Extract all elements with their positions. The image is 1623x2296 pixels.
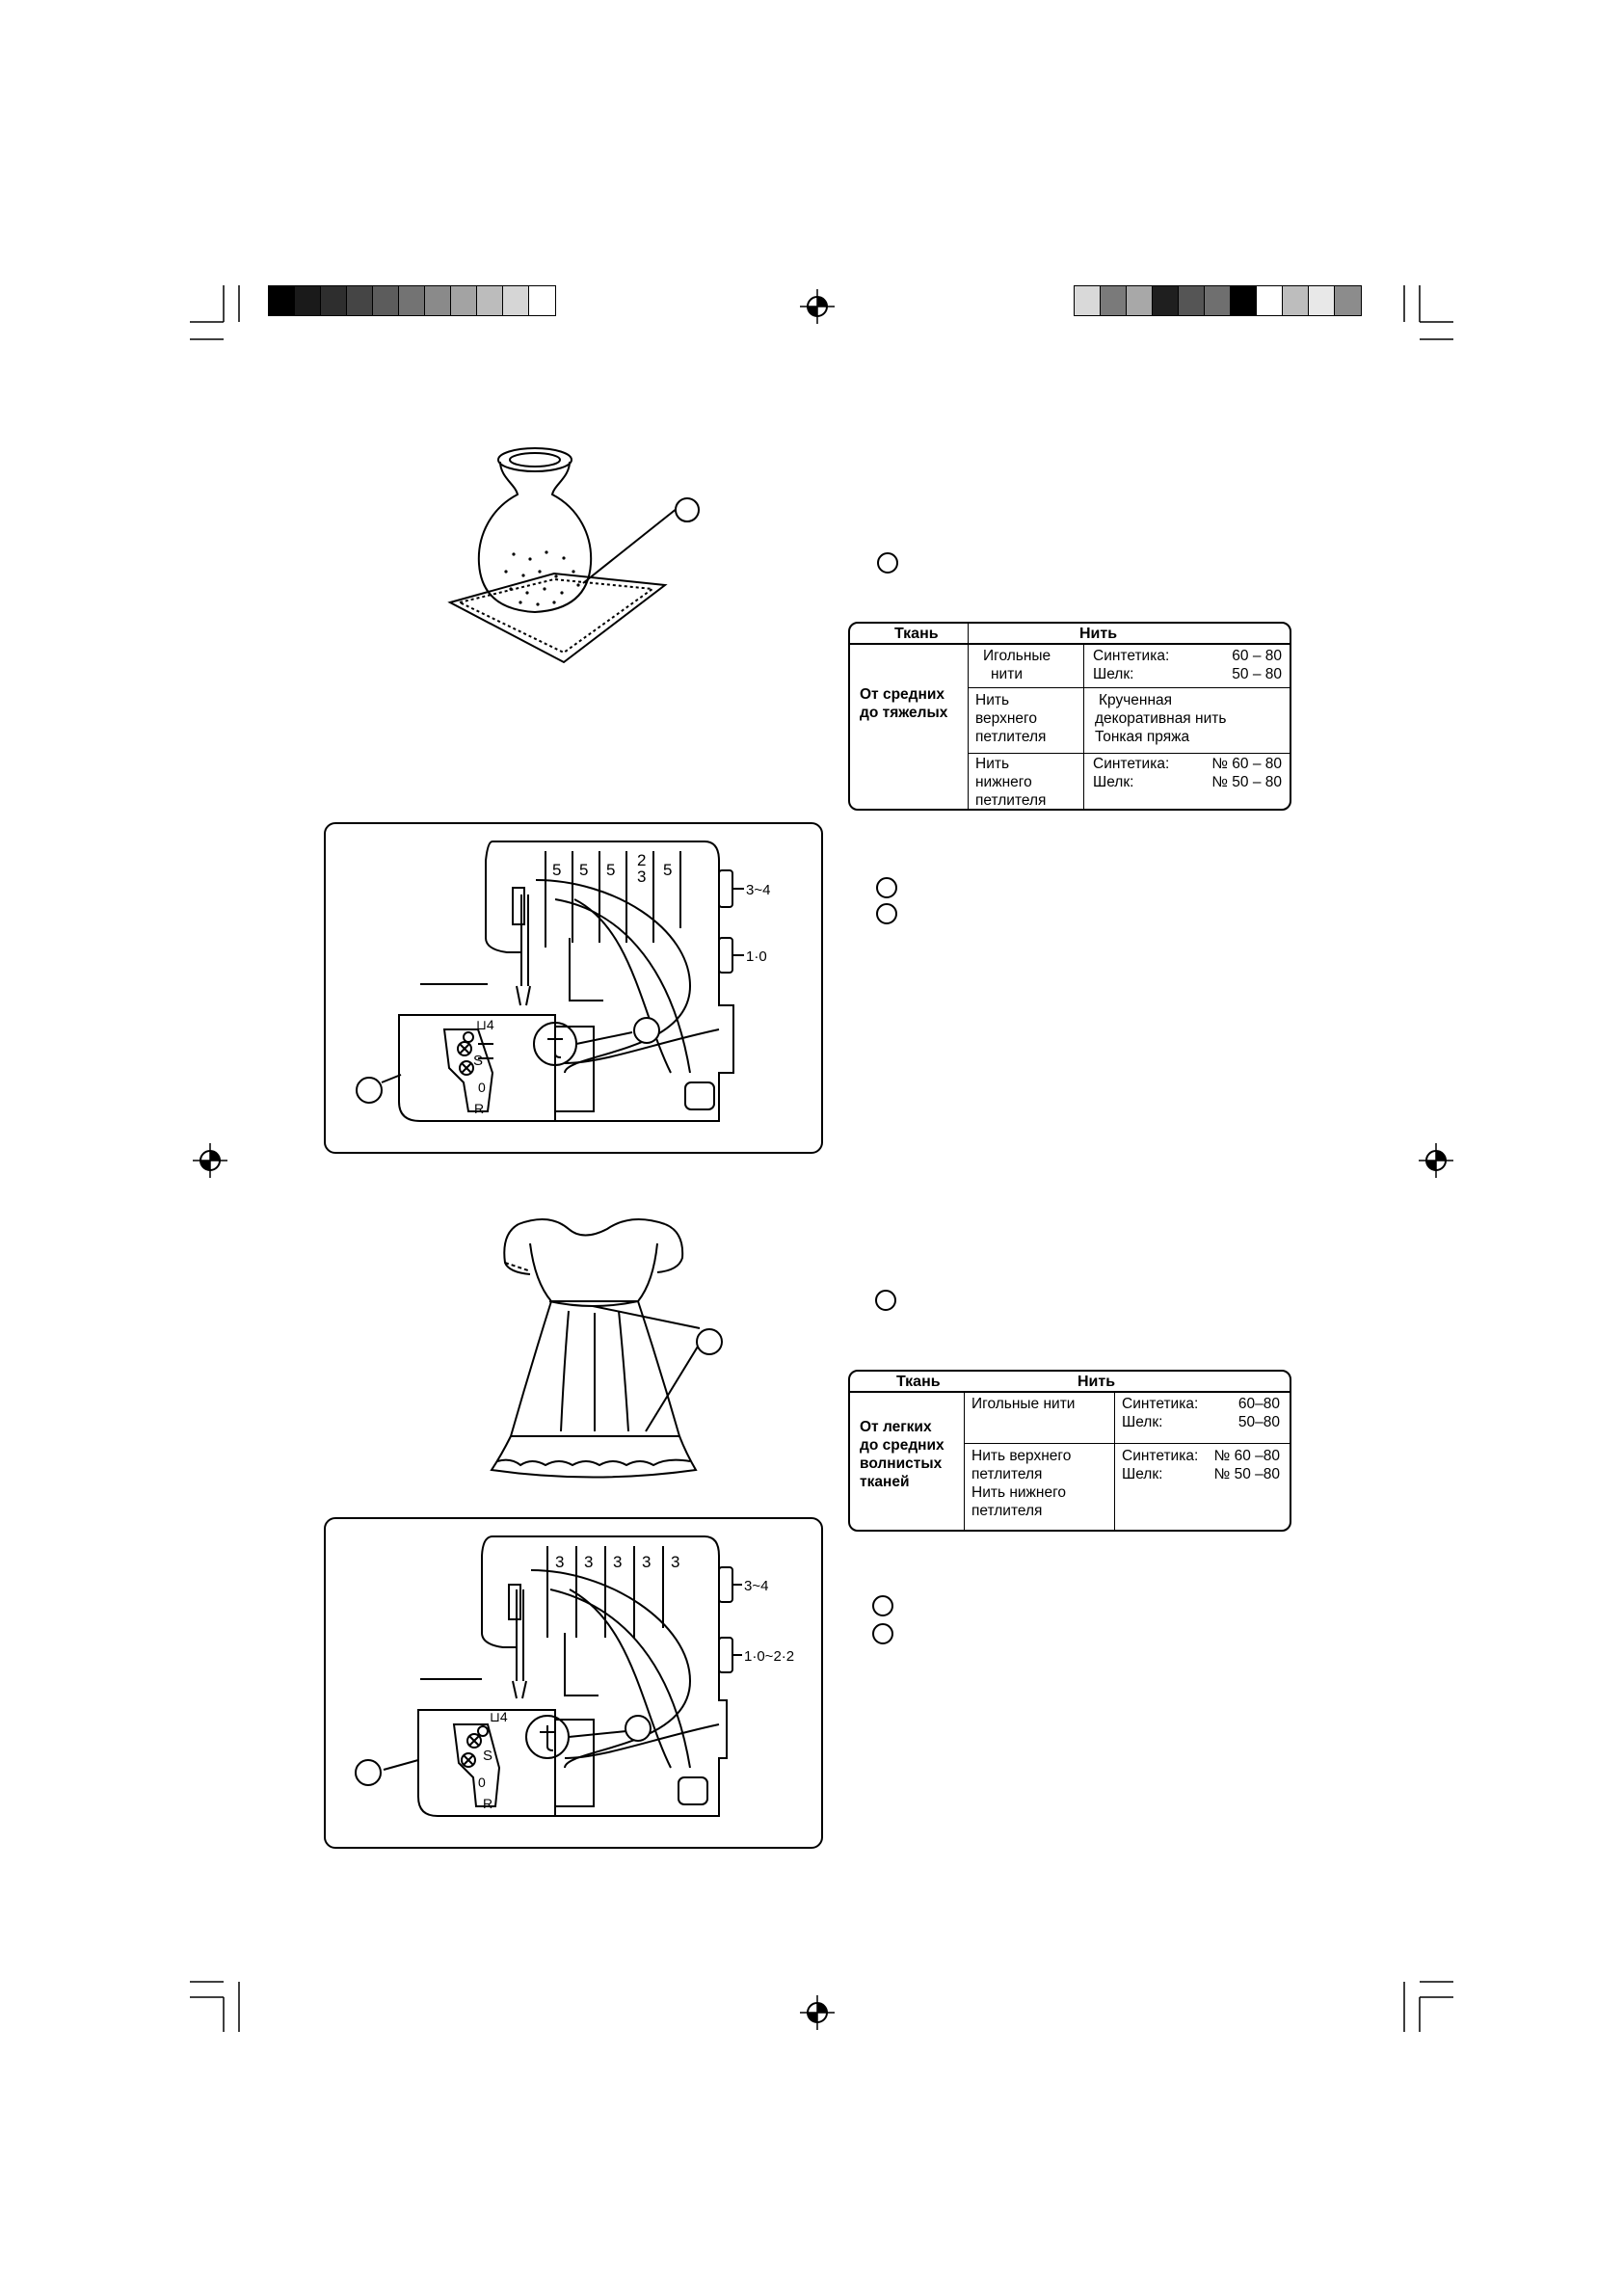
color-bar-right: [1074, 285, 1362, 316]
dress-illustration: [490, 1218, 702, 1479]
registration-mark-right: [1419, 1143, 1453, 1178]
registration-mark-top: [800, 289, 835, 324]
left-swatch: [269, 286, 295, 315]
left-swatch: [295, 286, 321, 315]
serger-machine-diagram-1: 5 5 5 2 3 5 3~4 1·0 S 0 R ⊔4: [356, 841, 770, 1122]
plate-label-mark: ⊔4: [476, 1017, 494, 1032]
plate2-label-mark: ⊔4: [490, 1709, 508, 1724]
dial2-label-2: 3: [584, 1553, 593, 1571]
header-thread-2: Нить: [1078, 1374, 1116, 1390]
plate2-label-zero: 0: [478, 1775, 486, 1790]
plate-label-s: S: [473, 1053, 483, 1069]
machine-diagram-frame-1: [324, 822, 823, 1154]
machine-diagram-frame-2: [324, 1517, 823, 1849]
knob2-top-label: 3~4: [744, 1578, 768, 1594]
row-lower-looper-values: Синтетика:№ 60 – 80 Шелк:№ 50 – 80: [1093, 756, 1282, 790]
row2-needle-values: Синтетика:60–80 Шелк:50–80: [1122, 1396, 1280, 1430]
right-swatch: [1153, 286, 1179, 315]
header-fabric: Ткань: [894, 626, 939, 642]
left-swatch: [503, 286, 529, 315]
left-swatch: [477, 286, 503, 315]
right-swatch: [1309, 286, 1335, 315]
bullet-circle-2: [876, 877, 897, 898]
left-swatch: [425, 286, 451, 315]
header-thread: Нить: [1079, 626, 1118, 642]
dial2-label-5: 3: [671, 1553, 679, 1571]
knob-bottom-label: 1·0: [746, 948, 767, 965]
dial-label-5: 3: [637, 868, 646, 886]
plate2-label-r: R: [483, 1796, 492, 1811]
left-swatch: [451, 286, 477, 315]
vase-on-doily-illustration: [447, 447, 678, 664]
bullet-circle-1: [877, 552, 898, 574]
table-header-2: Ткань Нить: [850, 1372, 1290, 1393]
dial-label-1: 5: [552, 861, 561, 879]
right-swatch: [1335, 286, 1361, 315]
plate-label-r: R: [474, 1101, 484, 1116]
header-fabric-2: Ткань: [896, 1374, 941, 1390]
left-swatch: [321, 286, 347, 315]
right-swatch: [1205, 286, 1231, 315]
color-bar-left: [268, 285, 556, 316]
callout-circle-machine2-b: [355, 1759, 382, 1786]
right-swatch: [1127, 286, 1153, 315]
callout-circle-machine1-b: [356, 1077, 383, 1104]
dial2-label-4: 3: [642, 1553, 651, 1571]
dial-label-4: 2: [637, 851, 646, 869]
plate-label-zero: 0: [478, 1080, 486, 1095]
serger-machine-diagram-2: 3 3 3 3 3 3~4 1·0~2·2 S 0 R ⊔4: [355, 1535, 794, 1817]
bullet-circle-3: [876, 903, 897, 924]
dial-label-2: 5: [579, 861, 588, 879]
left-swatch: [399, 286, 425, 315]
registration-mark-bottom: [800, 1995, 835, 2030]
left-swatch: [347, 286, 373, 315]
callout-circle-machine2-a: [625, 1715, 652, 1742]
dial-label-6: 5: [663, 861, 672, 879]
registration-mark-left: [193, 1143, 227, 1178]
dial2-label-3: 3: [613, 1553, 622, 1571]
table-header: Ткань Нить: [850, 624, 1290, 645]
callout-circle-machine1-a: [633, 1017, 660, 1044]
right-swatch: [1257, 286, 1283, 315]
dial2-label-1: 3: [555, 1553, 564, 1571]
right-swatch: [1179, 286, 1205, 315]
right-swatch: [1283, 286, 1309, 315]
left-swatch: [373, 286, 399, 315]
knob2-bottom-label: 1·0~2·2: [744, 1648, 794, 1665]
bullet-circle-5: [872, 1595, 893, 1616]
row2-looper-values: Синтетика:№ 60 –80 Шелк:№ 50 –80: [1122, 1448, 1280, 1482]
right-swatch: [1101, 286, 1127, 315]
knob-top-label: 3~4: [746, 882, 770, 898]
plate2-label-s: S: [483, 1748, 492, 1764]
bullet-circle-4: [875, 1290, 896, 1311]
right-swatch: [1231, 286, 1257, 315]
dial-label-3: 5: [606, 861, 615, 879]
left-swatch: [529, 286, 555, 315]
callout-circle-dress: [696, 1328, 723, 1355]
row-needle-values: Синтетика:60 – 80 Шелк:50 – 80: [1093, 648, 1282, 682]
bullet-circle-6: [872, 1623, 893, 1644]
row2-needle-name: Игольные нити: [971, 1396, 1076, 1412]
right-swatch: [1075, 286, 1101, 315]
callout-circle-vase: [675, 497, 700, 522]
